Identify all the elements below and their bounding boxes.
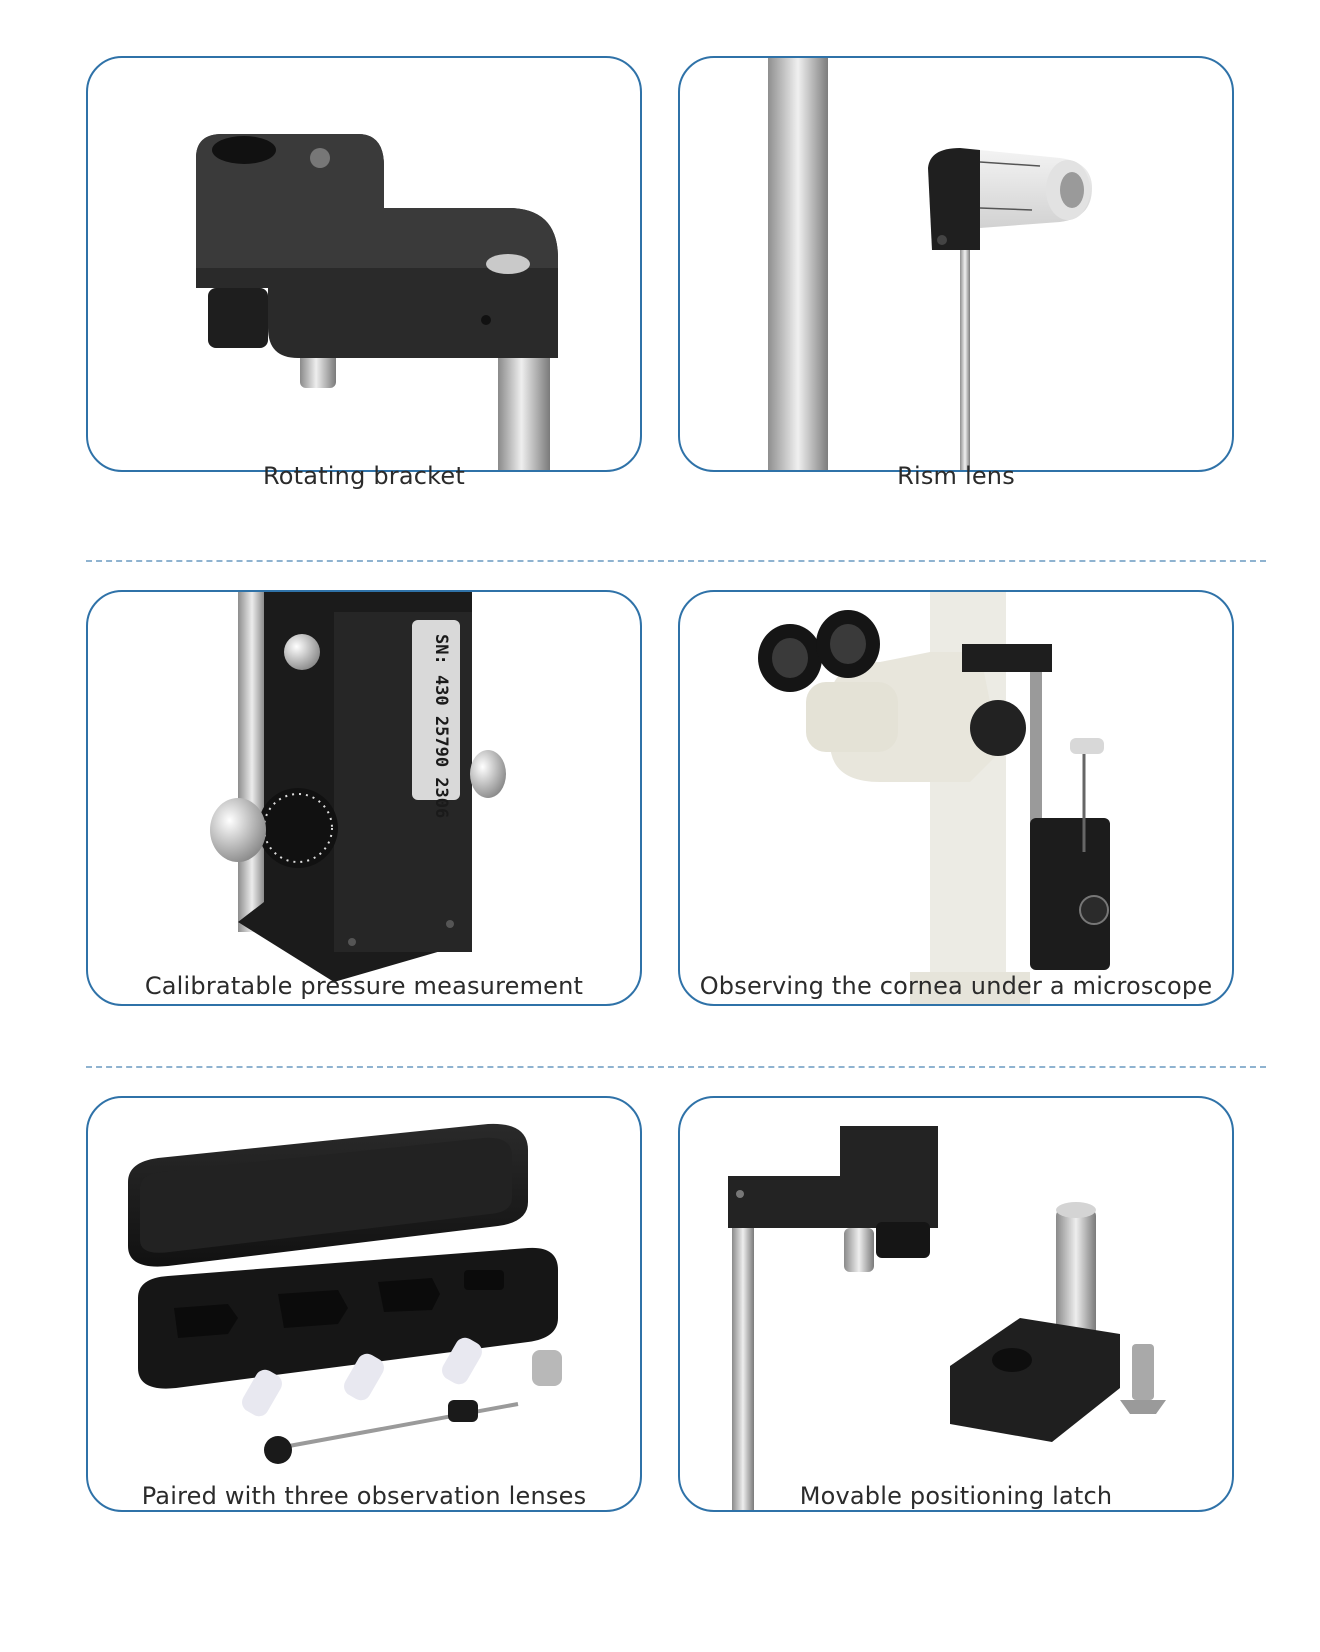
slit-lamp-microscope-image bbox=[758, 592, 1110, 1004]
section-divider bbox=[86, 560, 1266, 562]
positioning-latch-image bbox=[728, 1126, 1166, 1510]
product-caption: Paired with three observation lenses bbox=[141, 1482, 587, 1510]
product-image-panel bbox=[678, 1096, 1234, 1512]
product-caption: Movable positioning latch bbox=[799, 1482, 1113, 1510]
lens-case-image bbox=[128, 1123, 562, 1464]
product-image-panel: SN: 430 25790 2306 bbox=[86, 590, 642, 1006]
product-image-panel bbox=[86, 56, 642, 472]
rotating-bracket-image bbox=[196, 134, 558, 470]
product-image-panel bbox=[678, 56, 1234, 472]
serial-number-label: SN: 430 25790 2306 bbox=[431, 634, 451, 818]
product-caption: Rism lens bbox=[897, 462, 1015, 490]
prism-lens-image bbox=[768, 58, 1092, 470]
product-image-panel bbox=[678, 590, 1234, 1006]
product-caption: Calibratable pressure measurement bbox=[144, 972, 584, 1000]
section-divider bbox=[86, 1066, 1266, 1068]
product-caption: Observing the cornea under a microscope bbox=[699, 972, 1213, 1000]
pressure-dial-image: SN: 430 25790 2306 bbox=[210, 592, 506, 982]
product-image-panel bbox=[86, 1096, 642, 1512]
product-caption: Rotating bracket bbox=[263, 462, 465, 490]
